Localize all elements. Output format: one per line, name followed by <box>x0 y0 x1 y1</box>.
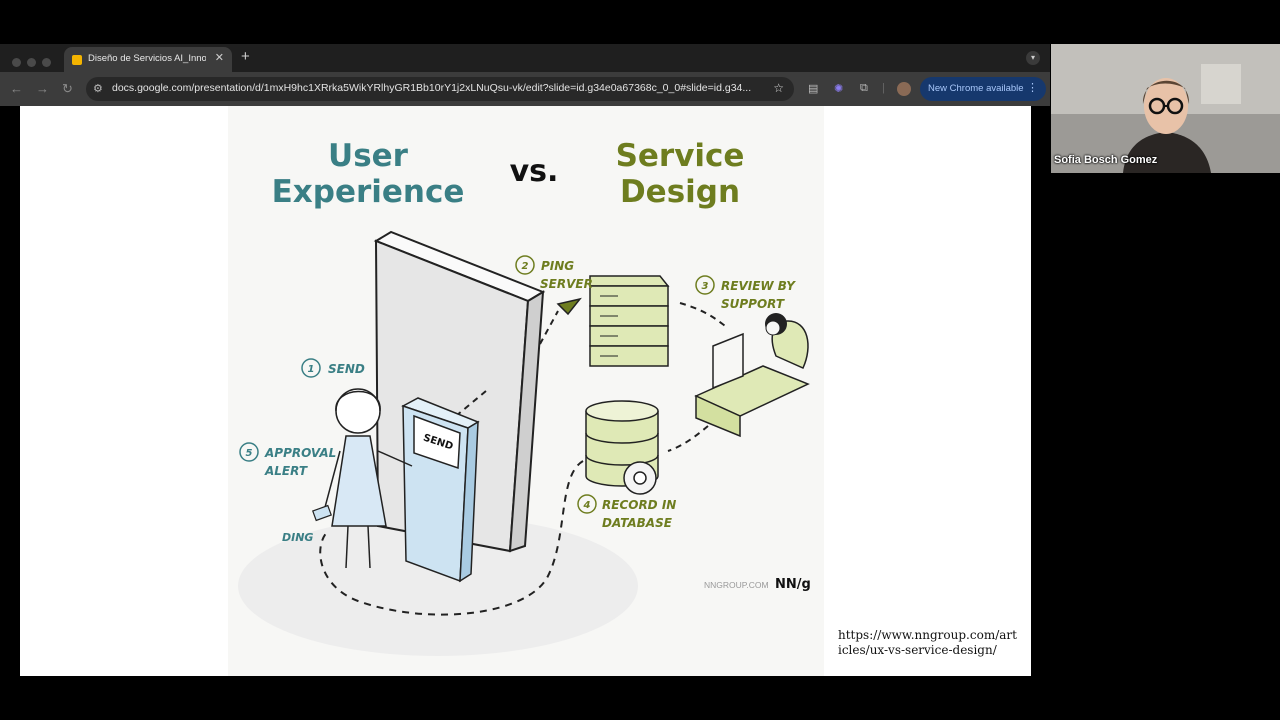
step-2-ping-server: 2 PING SERVER <box>515 255 593 291</box>
extensions-icon[interactable]: ⧉ <box>860 82 868 94</box>
svg-text:SEND: SEND <box>328 362 365 376</box>
svg-text:3: 3 <box>702 281 709 292</box>
new-chrome-available-button[interactable]: New Chrome available ⋮ <box>920 77 1046 101</box>
dashed-path-to-database <box>667 425 709 452</box>
svg-text:RECORD IN: RECORD IN <box>602 498 676 512</box>
page-viewport: User Experience vs. Service Design <box>0 106 1050 676</box>
support-agent-desk <box>694 313 810 438</box>
source-url[interactable]: https://www.nngroup.com/articles/ux-vs-s… <box>838 628 1017 657</box>
new-tab-icon[interactable]: + <box>241 48 250 65</box>
bookmark-star-icon[interactable]: ☆ <box>773 81 784 95</box>
svg-text:APPROVAL: APPROVAL <box>264 446 336 460</box>
participant-name: Sofia Bosch Gomez <box>1054 154 1158 166</box>
kiosk: SEND <box>401 397 480 583</box>
tab-search-chevron-icon[interactable]: ▾ <box>1026 51 1040 65</box>
svg-text:4: 4 <box>583 500 591 511</box>
address-bar[interactable]: ⚙ docs.google.com/presentation/d/1mxH9hc… <box>86 77 794 101</box>
browser-toolbar: ← → ↻ ⚙ docs.google.com/presentation/d/1… <box>0 72 1050 106</box>
database-icon <box>585 400 659 495</box>
svg-text:PING: PING <box>541 259 574 273</box>
svg-text:ALERT: ALERT <box>264 464 308 478</box>
profile-avatar[interactable] <box>897 82 911 96</box>
more-menu-icon[interactable]: ⋮ <box>1027 82 1038 94</box>
tab-title: Diseño de Servicios AI_Innov <box>88 53 206 64</box>
forward-arrow-icon[interactable]: → <box>36 81 49 96</box>
participant-video-tile[interactable]: Sofia Bosch Gomez <box>1051 44 1280 173</box>
tab-bar: Diseño de Servicios AI_Innov ✕ + ▾ <box>0 44 1050 72</box>
ding-label: DING <box>282 531 313 544</box>
new-chrome-label: New Chrome available <box>928 83 1024 94</box>
dashed-path-to-alert <box>319 460 584 616</box>
paper-plane-icon <box>556 297 582 316</box>
svg-text:REVIEW BY: REVIEW BY <box>721 279 796 293</box>
tab-active[interactable]: Diseño de Servicios AI_Innov ✕ <box>64 47 232 72</box>
maximize-window-dot[interactable] <box>42 58 51 67</box>
floor-shadow <box>238 516 638 656</box>
step-3-review-by-support: 3 REVIEW BY SUPPORT <box>695 275 796 311</box>
browser-window: Diseño de Servicios AI_Innov ✕ + ▾ ← → ↻… <box>0 44 1050 676</box>
back-arrow-icon[interactable]: ← <box>10 81 23 96</box>
toolbar-divider: | <box>882 82 885 94</box>
nngroup-site: NNGROUP.COM <box>704 580 769 590</box>
server-stack-icon <box>589 275 670 367</box>
svg-text:SUPPORT: SUPPORT <box>721 297 785 311</box>
title-user: User <box>328 138 409 174</box>
puzzle-extension-icon[interactable]: ✺ <box>834 83 844 95</box>
step-5-approval-alert: 5 APPROVAL ALERT <box>239 442 336 478</box>
svg-text:SERVER: SERVER <box>540 277 593 291</box>
step-1-send: 1 SEND <box>301 358 365 378</box>
title-design: Design <box>620 174 740 210</box>
window-controls[interactable] <box>12 54 57 72</box>
document-extension-icon[interactable]: ▤ <box>808 83 819 95</box>
participant-video-feed <box>1051 44 1280 173</box>
svg-text:2: 2 <box>522 261 529 272</box>
title-service: Service <box>616 138 745 174</box>
url-text[interactable]: docs.google.com/presentation/d/1mxH9hc1X… <box>112 82 752 94</box>
woman-figure <box>312 388 413 569</box>
svg-text:1: 1 <box>308 364 315 375</box>
ux-vs-service-design-illustration: User Experience vs. Service Design <box>228 106 824 676</box>
svg-text:DATABASE: DATABASE <box>602 516 673 530</box>
site-settings-icon[interactable]: ⚙ <box>93 83 103 95</box>
close-window-dot[interactable] <box>12 58 21 67</box>
reload-icon[interactable]: ↻ <box>62 81 73 96</box>
svg-text:5: 5 <box>246 448 253 459</box>
tab-close-icon[interactable]: ✕ <box>214 52 224 64</box>
title-vs: vs. <box>510 154 559 189</box>
nng-logo: NN/g <box>775 577 811 592</box>
slide-canvas: User Experience vs. Service Design <box>20 106 1031 676</box>
minimize-window-dot[interactable] <box>27 58 36 67</box>
phone-icon <box>312 504 332 522</box>
slides-favicon-icon <box>72 55 82 65</box>
title-experience: Experience <box>272 174 465 210</box>
participant-body <box>1123 132 1211 173</box>
step-4-record-in-database: 4 RECORD IN DATABASE <box>577 494 676 530</box>
monitor-icon <box>712 332 744 390</box>
dashed-path-to-support <box>679 302 729 329</box>
